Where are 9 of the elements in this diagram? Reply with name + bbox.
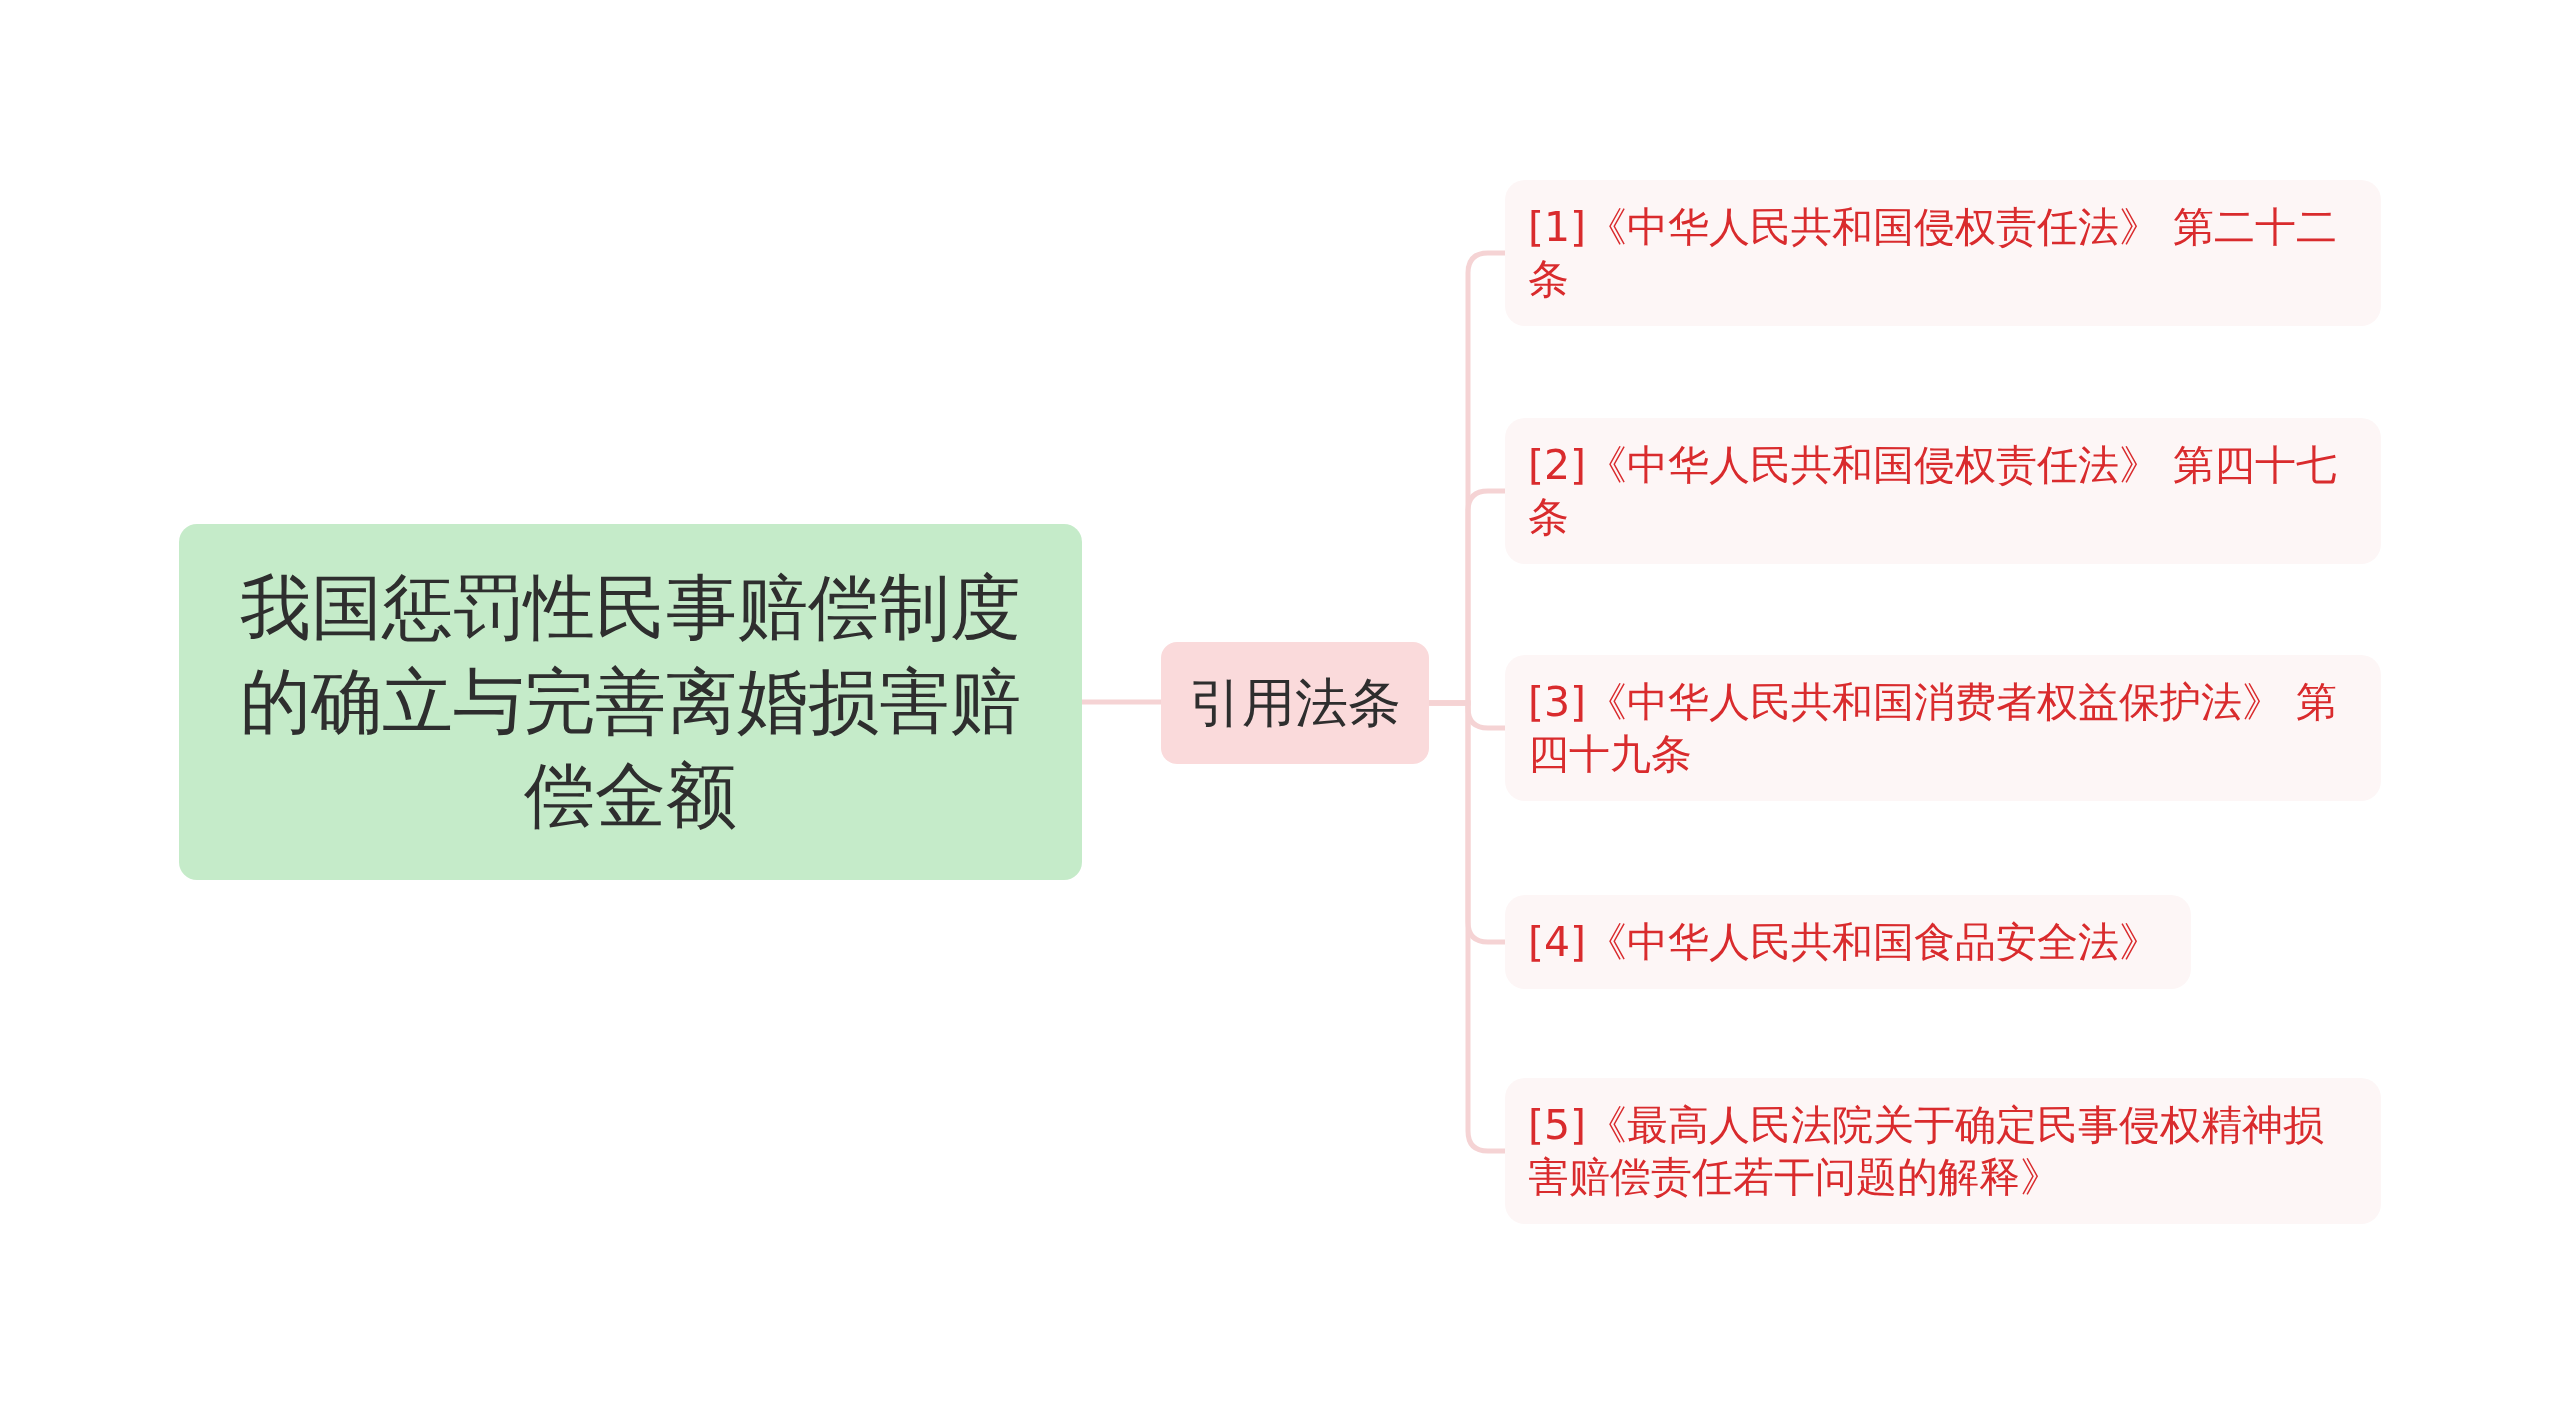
reference-box: [2]《中华人民共和国侵权责任法》 第四十七条 [1505,418,2381,564]
connector-line [1082,699,1161,705]
reference-box: [3]《中华人民共和国消费者权益保护法》 第四十九条 [1505,655,2381,801]
connector-line [1429,700,1505,1154]
reference-box: [5]《最高人民法院关于确定民事侵权精神损害赔偿责任若干问题的解释》 [1505,1078,2381,1224]
topic-box: 我国惩罚性民事赔偿制度的确立与完善离婚损害赔偿金额 [179,524,1082,880]
subtopic-box: 引用法条 [1161,642,1429,764]
reference-box: [4]《中华人民共和国食品安全法》 [1505,895,2192,989]
reference-box: [1]《中华人民共和国侵权责任法》 第二十二条 [1505,180,2381,326]
